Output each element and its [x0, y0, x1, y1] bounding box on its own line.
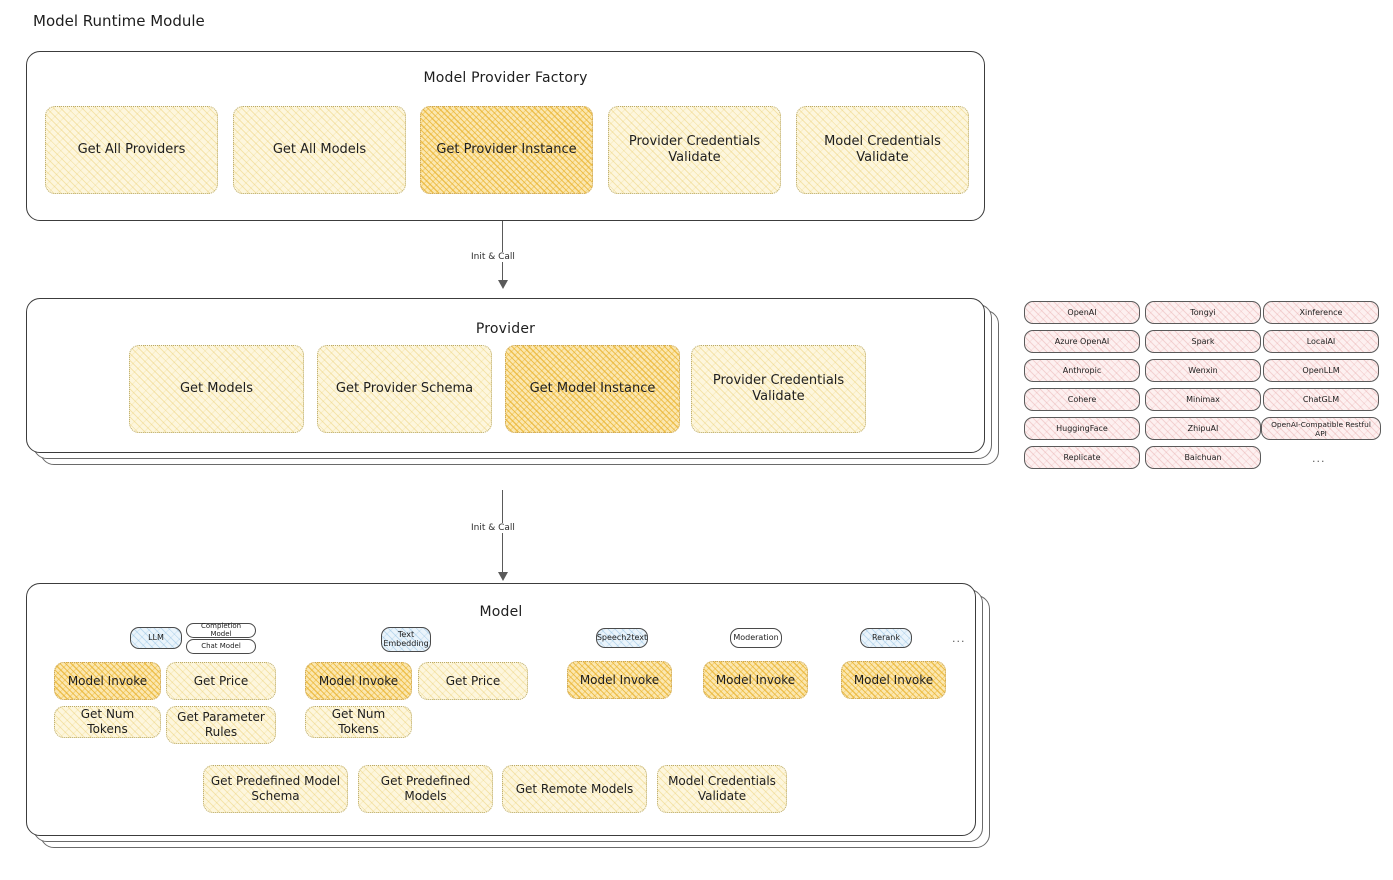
- provider-pill-replicate[interactable]: Replicate: [1024, 446, 1140, 469]
- provider-pill-chatglm[interactable]: ChatGLM: [1263, 388, 1379, 411]
- model-type-chip-speech2text[interactable]: Speech2text: [596, 628, 648, 648]
- model-tag-chat-model[interactable]: Chat Model: [186, 639, 256, 654]
- model-types-more-indicator: ...: [952, 632, 966, 645]
- arrow-provider-to-model-label: Init & Call: [468, 523, 518, 533]
- arrow-provider-to-model-head: [498, 572, 508, 581]
- model-type-chip-text-embedding[interactable]: Text Embedding: [381, 627, 431, 652]
- provider-title: Provider: [475, 321, 536, 337]
- node-rerank-model-invoke[interactable]: Model Invoke: [841, 661, 946, 699]
- model-provider-factory-title: Model Provider Factory: [423, 70, 588, 86]
- provider-pill-spark[interactable]: Spark: [1145, 330, 1261, 353]
- node-provider-credentials-validate[interactable]: Provider Credentials Validate: [608, 106, 781, 194]
- provider-list-more-indicator: ...: [1312, 452, 1326, 465]
- provider-pill-localai[interactable]: LocalAI: [1263, 330, 1379, 353]
- node-llm-get-price[interactable]: Get Price: [166, 662, 276, 700]
- node-get-model-instance[interactable]: Get Model Instance: [505, 345, 680, 433]
- node-get-remote-models[interactable]: Get Remote Models: [502, 765, 647, 813]
- node-provider-credentials-validate-2[interactable]: Provider Credentials Validate: [691, 345, 866, 433]
- node-get-models[interactable]: Get Models: [129, 345, 304, 433]
- node-get-predefined-models[interactable]: Get Predefined Models: [358, 765, 493, 813]
- arrow-factory-to-provider-head: [498, 280, 508, 289]
- provider-pill-xinference[interactable]: Xinference: [1263, 301, 1379, 324]
- node-model-credentials-validate-2[interactable]: Model Credentials Validate: [657, 765, 787, 813]
- model-tag-completion-model[interactable]: Completion Model: [186, 622, 256, 638]
- model-title: Model: [479, 604, 523, 620]
- provider-pill-minimax[interactable]: Minimax: [1145, 388, 1261, 411]
- model-type-chip-llm[interactable]: LLM: [130, 627, 182, 649]
- provider-pill-openai[interactable]: OpenAI: [1024, 301, 1140, 324]
- node-get-provider-schema[interactable]: Get Provider Schema: [317, 345, 492, 433]
- node-moderation-model-invoke[interactable]: Model Invoke: [703, 661, 808, 699]
- arrow-factory-to-provider-label: Init & Call: [468, 252, 518, 262]
- node-llm-get-parameter-rules[interactable]: Get Parameter Rules: [166, 706, 276, 744]
- node-text-embedding-get-num-tokens[interactable]: Get Num Tokens: [305, 706, 412, 738]
- provider-pill-wenxin[interactable]: Wenxin: [1145, 359, 1261, 382]
- node-speech2text-model-invoke[interactable]: Model Invoke: [567, 661, 672, 699]
- provider-pill-azure-openai[interactable]: Azure OpenAI: [1024, 330, 1140, 353]
- provider-pill-huggingface[interactable]: HuggingFace: [1024, 417, 1140, 440]
- node-get-provider-instance[interactable]: Get Provider Instance: [420, 106, 593, 194]
- node-get-all-providers[interactable]: Get All Providers: [45, 106, 218, 194]
- node-llm-get-num-tokens[interactable]: Get Num Tokens: [54, 706, 161, 738]
- model-type-chip-moderation[interactable]: Moderation: [730, 628, 782, 648]
- node-model-credentials-validate[interactable]: Model Credentials Validate: [796, 106, 969, 194]
- provider-pill-baichuan[interactable]: Baichuan: [1145, 446, 1261, 469]
- provider-pill-cohere[interactable]: Cohere: [1024, 388, 1140, 411]
- node-text-embedding-model-invoke[interactable]: Model Invoke: [305, 662, 412, 700]
- node-get-all-models[interactable]: Get All Models: [233, 106, 406, 194]
- provider-pill-tongyi[interactable]: Tongyi: [1145, 301, 1261, 324]
- provider-pill-openllm[interactable]: OpenLLM: [1263, 359, 1379, 382]
- page-title: Model Runtime Module: [33, 12, 205, 30]
- model-type-chip-rerank[interactable]: Rerank: [860, 628, 912, 648]
- provider-pill-openai-compatible-restful-api[interactable]: OpenAI-Compatible Restful API: [1261, 417, 1381, 440]
- node-llm-model-invoke[interactable]: Model Invoke: [54, 662, 161, 700]
- provider-pill-anthropic[interactable]: Anthropic: [1024, 359, 1140, 382]
- node-text-embedding-get-price[interactable]: Get Price: [418, 662, 528, 700]
- provider-pill-zhipuai[interactable]: ZhipuAI: [1145, 417, 1261, 440]
- node-get-predefined-model-schema[interactable]: Get Predefined Model Schema: [203, 765, 348, 813]
